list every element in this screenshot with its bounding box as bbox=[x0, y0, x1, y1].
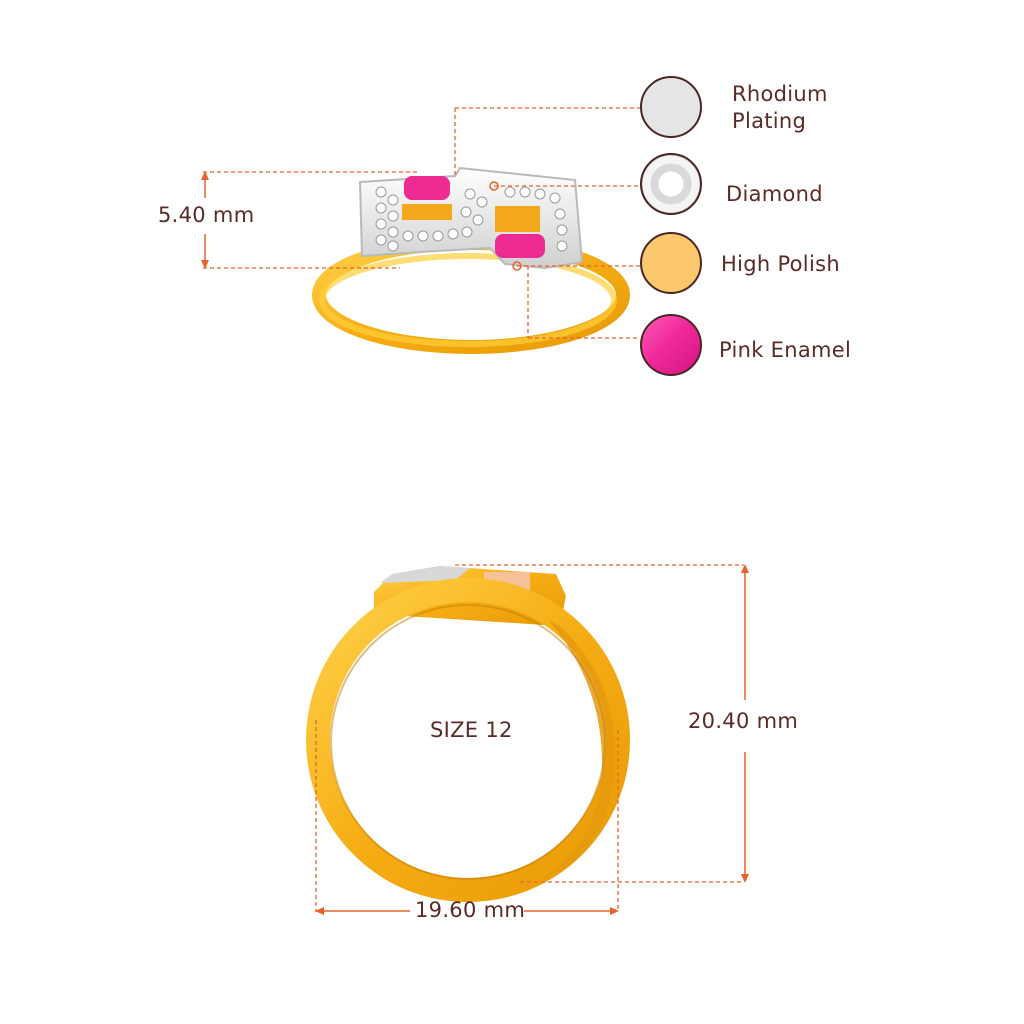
pink-enamel-swatch bbox=[640, 314, 702, 376]
rhodium-label: Rhodium Plating bbox=[732, 81, 828, 135]
front-guides bbox=[315, 564, 744, 912]
rhodium-label-line1: Rhodium bbox=[732, 82, 828, 106]
rhodium-swatch bbox=[640, 76, 702, 138]
ring-top-view bbox=[312, 166, 630, 354]
high-polish-swatch bbox=[640, 232, 702, 294]
motif-cutout-right bbox=[495, 206, 540, 232]
ring-band-front bbox=[319, 253, 617, 347]
enamel-bar-bottom bbox=[495, 234, 545, 258]
rhodium-label-line2: Plating bbox=[732, 109, 807, 133]
motif-cutout-left bbox=[402, 204, 452, 220]
total-height-label: 20.40 mm bbox=[688, 709, 799, 733]
diamond-label: Diamond bbox=[726, 182, 823, 206]
total-height-arrow bbox=[741, 564, 749, 883]
diamond-swatch bbox=[640, 153, 702, 215]
height-dimension-arrow bbox=[201, 171, 209, 269]
height-dimension-label: 5.40 mm bbox=[158, 203, 255, 227]
ring-shank-side bbox=[540, 620, 616, 880]
high-polish-label: High Polish bbox=[721, 252, 840, 276]
width-label: 19.60 mm bbox=[415, 898, 526, 922]
ring-inner-shadow bbox=[330, 604, 606, 880]
diamond-pave bbox=[375, 186, 568, 252]
pink-enamel-label: Pink Enamel bbox=[719, 338, 852, 362]
top-guides bbox=[203, 107, 640, 339]
ring-size-label: SIZE 12 bbox=[430, 718, 513, 742]
width-arrow bbox=[315, 907, 619, 915]
ring-head-rim bbox=[380, 566, 470, 583]
enamel-bar-top bbox=[404, 176, 450, 200]
